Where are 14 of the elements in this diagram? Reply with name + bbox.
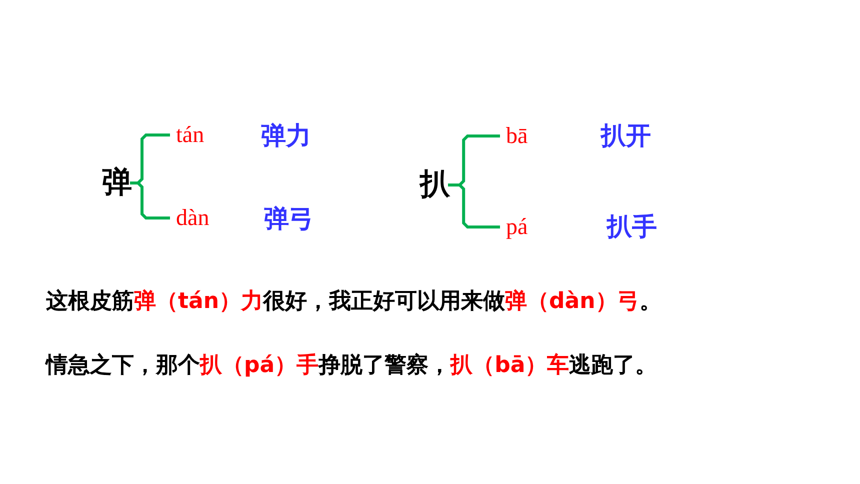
character: 扒: [420, 167, 450, 203]
example-sentence: 情急之下，那个扒（pá）手挣脱了警察，扒（bā）车逃跑了。: [46, 352, 658, 380]
pinyin: dàn: [176, 204, 210, 232]
brace-line: [448, 184, 500, 228]
example-sentence: 这根皮筋弹（tán）力很好，我正好可以用来做弹（dàn）弓。: [46, 288, 662, 316]
word: 弹弓: [264, 204, 314, 234]
pinyin: bā: [506, 122, 528, 150]
word: 弹力: [261, 121, 311, 151]
word: 扒开: [601, 121, 651, 151]
brace-line: [130, 182, 170, 220]
pinyin: pá: [506, 213, 528, 241]
pinyin: tán: [176, 121, 204, 149]
word: 扒手: [607, 212, 657, 242]
character: 弹: [102, 165, 132, 201]
